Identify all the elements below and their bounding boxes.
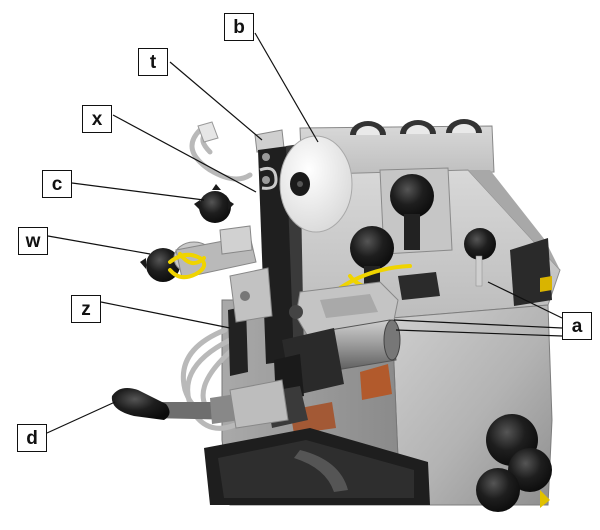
leader-b: [254, 32, 319, 143]
callout-z: z: [71, 295, 101, 323]
leader-d: [46, 401, 116, 434]
callout-w: w: [18, 227, 48, 255]
side-bracket: [173, 225, 273, 323]
gauge-dials: [350, 119, 482, 135]
leader-t: [169, 61, 263, 141]
leader-x: [112, 114, 257, 193]
wheel: [279, 135, 353, 233]
callout-a: a: [562, 312, 592, 340]
callout-d: d: [17, 424, 47, 452]
leader-z: [100, 301, 231, 329]
lower-right-knobs: [476, 414, 552, 512]
leader-a3: [395, 329, 563, 337]
leader-lines: [46, 32, 563, 434]
lever-handle: [111, 379, 289, 429]
leader-c: [71, 182, 205, 201]
knobs: [140, 174, 496, 306]
callout-t: t: [138, 48, 168, 76]
leader-a1: [487, 281, 563, 319]
callout-c: c: [42, 170, 72, 198]
callout-x: x: [82, 105, 112, 133]
leader-w: [47, 235, 151, 255]
callout-b: b: [224, 13, 254, 41]
leader-a2: [393, 319, 563, 329]
